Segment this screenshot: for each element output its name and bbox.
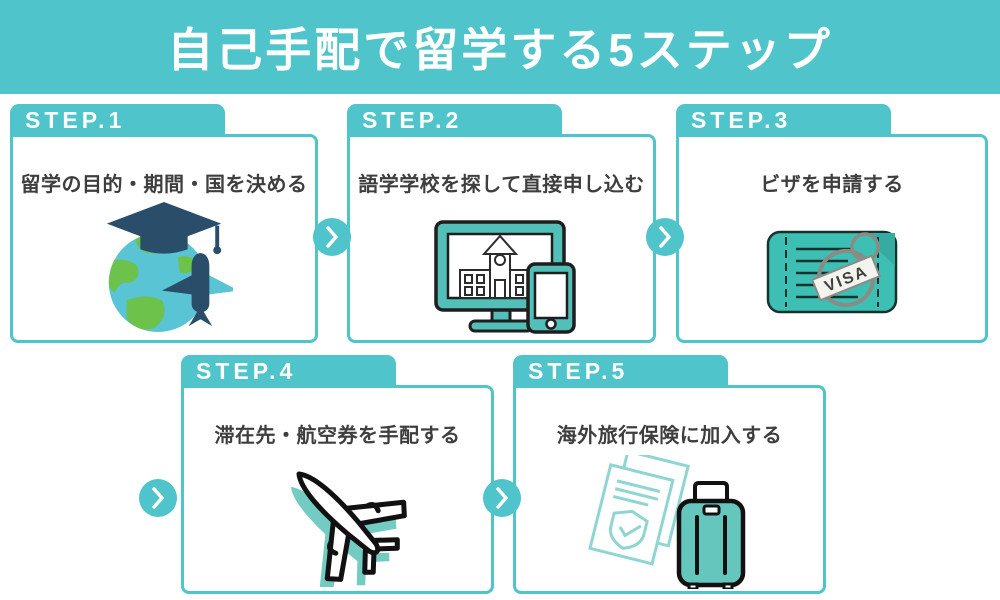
page-title: 自己手配で留学する5ステップ [167,24,833,76]
step-card-3: STEP.3 ビザを申請する VISA [676,104,988,343]
chevron-right-icon [152,487,164,509]
next-step-arrow-4-5 [483,479,521,517]
step-1-icon-wrap [10,198,318,332]
insurance-documents-suitcase-icon [587,455,745,589]
step-3-title: ビザを申請する [760,174,904,196]
step-2-icon-wrap [347,216,656,336]
step-2-tab: STEP.2 [347,104,562,137]
step-5-title: 海外旅行保険に加入する [556,425,783,447]
chevron-right-icon [326,226,338,248]
step-4-title: 滞在先・航空券を手配する [214,425,461,447]
chevron-right-icon [659,226,671,248]
step-card-1: STEP.1 留学の目的・期間・国を決める [10,104,318,343]
step-4-body [181,385,494,594]
step-3-tab: STEP.3 [676,104,891,137]
visa-stamp-icon: VISA [766,230,898,314]
step-card-2: STEP.2 語学学校を探して直接申し込む [347,104,656,343]
globe-graduation-airplane-icon [106,201,233,332]
next-step-arrow-1-2 [313,218,351,256]
step-card-5: STEP.5 海外旅行保険に加入する [513,355,826,594]
step-card-4: STEP.4 滞在先・航空券を手配する [181,355,494,594]
step-3-icon-wrap: VISA [676,220,988,324]
step-1-title: 留学の目的・期間・国を決める [20,174,308,196]
computer-school-tablet-icon [433,220,576,334]
step-5-icon-wrap [513,455,826,589]
step-5-tab: STEP.5 [513,355,728,388]
next-step-arrow-2-3 [646,218,684,256]
next-step-arrow-3-4 [139,479,177,517]
step-2-title: 語学学校を探して直接申し込む [358,174,645,196]
chevron-right-icon [496,487,508,509]
step-4-icon-wrap [181,451,494,587]
airplane-icon [290,471,407,587]
step-4-tab: STEP.4 [181,355,396,388]
step-1-tab: STEP.1 [10,104,225,137]
header-banner: 自己手配で留学する5ステップ [0,0,1000,94]
